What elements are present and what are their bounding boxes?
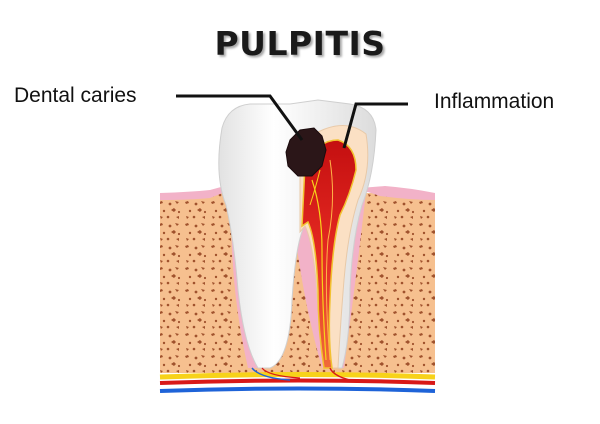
vein (159, 386, 436, 393)
label-dental-caries: Dental caries (14, 84, 137, 107)
diagram-title: PULPITIS (214, 24, 386, 63)
dental-caries-lesion (285, 127, 327, 177)
inflammation-leader-line (342, 102, 408, 149)
label-inflammation: Inflammation (434, 90, 555, 113)
artery (159, 378, 436, 385)
pulp-nerve-fibers (311, 179, 327, 361)
caries-leader-line (176, 94, 304, 141)
nerve-bundle (159, 372, 436, 380)
